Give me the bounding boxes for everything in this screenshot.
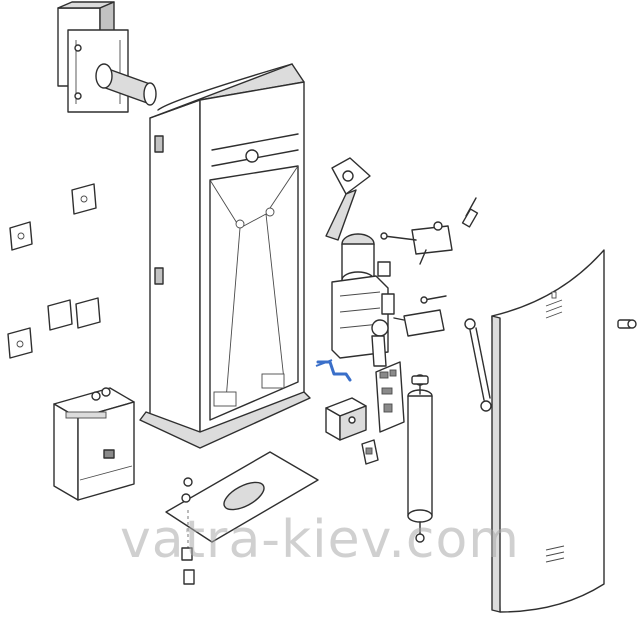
gear-motor bbox=[331, 233, 395, 367]
cabinet-door bbox=[491, 249, 605, 613]
lock-cylinder bbox=[617, 319, 637, 329]
link-rod bbox=[393, 295, 447, 337]
mounting-post bbox=[57, 1, 157, 113]
highlighted-bracket bbox=[315, 359, 352, 382]
spring-rod bbox=[464, 318, 492, 412]
motor-arm bbox=[325, 157, 371, 241]
circuit-board bbox=[375, 361, 405, 433]
lever-bracket bbox=[380, 197, 479, 265]
connector-block bbox=[361, 439, 379, 465]
base-plate bbox=[165, 451, 319, 585]
control-box bbox=[53, 387, 135, 501]
barrier-cabinet bbox=[139, 63, 311, 449]
transformer bbox=[325, 397, 367, 441]
balance-cylinder bbox=[407, 374, 433, 543]
side-plates bbox=[7, 183, 101, 359]
